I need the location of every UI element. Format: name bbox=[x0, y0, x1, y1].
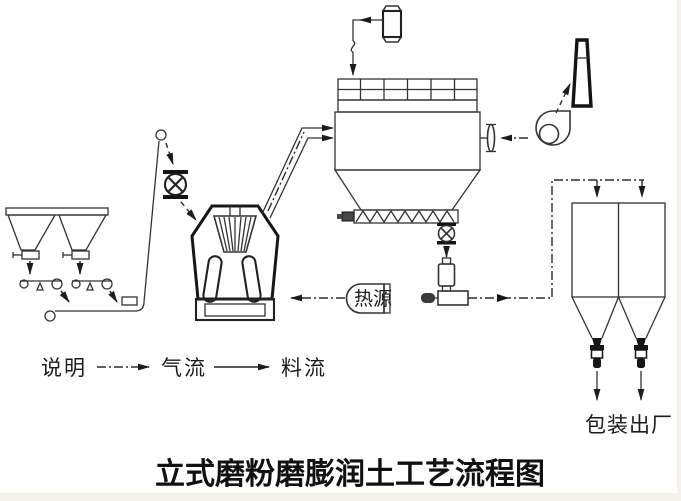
surge-tank-icon bbox=[349, 5, 403, 76]
rotary-airlock-valve-icon bbox=[163, 170, 188, 199]
classifier-icon bbox=[212, 215, 258, 253]
footer-bar bbox=[0, 493, 681, 501]
material-flow-arrow bbox=[108, 290, 118, 303]
grinding-table bbox=[204, 303, 266, 317]
mill-outlet-duct bbox=[261, 124, 334, 219]
mill-base bbox=[194, 297, 276, 322]
pulse-bag-collector-icon bbox=[333, 78, 482, 211]
screw-conveyor-icon bbox=[337, 209, 459, 224]
bagging-valve-icon bbox=[590, 338, 604, 368]
hopper-rim bbox=[5, 207, 109, 216]
bucket-elevator-icon bbox=[44, 129, 167, 322]
legend-caption: 说明 bbox=[41, 356, 87, 380]
screw-motor-shaft bbox=[337, 214, 342, 219]
collector-hopper bbox=[333, 169, 482, 211]
collector-body bbox=[334, 111, 481, 171]
blower-motor-icon bbox=[421, 293, 435, 303]
product-silos: 包装出厂 bbox=[571, 202, 673, 437]
air-flow-line bbox=[267, 131, 305, 212]
bagging-valve-icon bbox=[634, 338, 648, 368]
belt-conveyor-icon bbox=[19, 278, 63, 291]
pneumatic-blower-icon bbox=[421, 290, 469, 306]
pipe-break-symbol bbox=[350, 40, 356, 53]
centrifugal-fan-icon bbox=[535, 110, 571, 146]
legend-air-flow-label: 气流 bbox=[161, 356, 207, 380]
air-flow-arrow bbox=[165, 142, 174, 165]
grinding-roller-right bbox=[241, 255, 262, 303]
feed-hopper-right-icon bbox=[58, 214, 108, 251]
vibrating-feeder-icon bbox=[12, 250, 40, 260]
belt-conveyor-icon bbox=[71, 278, 113, 291]
air-flow-arrow bbox=[555, 83, 571, 114]
legend: 说明 气流 料流 bbox=[41, 356, 327, 380]
page-title: 立式磨粉磨膨润土工艺流程图 bbox=[155, 457, 545, 491]
pneumatic-conveying-line bbox=[468, 179, 646, 302]
vibrating-feeder-icon bbox=[62, 250, 90, 260]
air-flow-arrow bbox=[180, 201, 197, 221]
vertical-roller-mill-icon bbox=[190, 204, 280, 322]
air-flow-arrowhead bbox=[497, 294, 509, 302]
screw-motor-icon bbox=[341, 211, 355, 222]
heat-source: 热源 bbox=[290, 283, 392, 314]
material-flow-arrow bbox=[59, 290, 70, 303]
damper-valve-icon bbox=[480, 123, 496, 153]
feed-hoppers bbox=[5, 207, 109, 275]
grinding-roller-left bbox=[202, 255, 223, 303]
heat-source-label: 热源 bbox=[354, 288, 392, 310]
packaging-label: 包装出厂 bbox=[585, 413, 673, 437]
feed-hopper-left-icon bbox=[7, 214, 57, 251]
discharge-airlock-icon bbox=[437, 222, 456, 245]
feeder-cylinder-icon bbox=[437, 257, 456, 292]
legend-material-flow-label: 料流 bbox=[281, 356, 327, 380]
right-edge-bar bbox=[677, 0, 681, 501]
heat-source-burner-icon bbox=[345, 283, 385, 314]
elevator-boot bbox=[121, 296, 138, 306]
exhaust-stack-icon bbox=[571, 38, 593, 108]
